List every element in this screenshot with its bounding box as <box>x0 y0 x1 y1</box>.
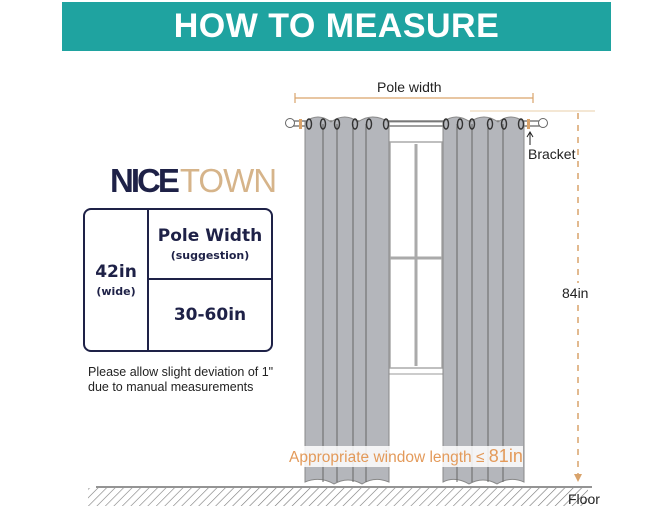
window-icon <box>387 121 445 375</box>
window-length-annotation: Appropriate window length ≤ 81in <box>289 446 523 467</box>
size-table: 42in (wide) Pole Width (suggestion) 30-6… <box>83 208 273 352</box>
pole-width-label: Pole Width <box>157 226 263 246</box>
brand-logo: NICE TOWN <box>110 162 277 199</box>
bracket-arrow-icon <box>526 131 534 145</box>
pole-width-header-cell: Pole Width (suggestion) <box>149 210 271 280</box>
page-title: HOW TO MEASURE <box>173 7 500 45</box>
pole-width-label: Pole width <box>377 79 442 95</box>
floor-label: Floor <box>568 491 600 507</box>
pole-width-range-cell: 30-60in <box>149 280 271 350</box>
header-banner: HOW TO MEASURE <box>62 2 611 51</box>
pole-width-dimension <box>294 93 534 103</box>
measurement-note: Please allow slight deviation of 1" due … <box>88 365 273 395</box>
window-length-text: Appropriate window length ≤ <box>289 449 489 466</box>
brand-name-part2: TOWN <box>179 162 277 199</box>
floor-hatch <box>88 486 592 506</box>
pole-width-note: (suggestion) <box>170 249 250 262</box>
bracket-label: Bracket <box>528 146 576 162</box>
brand-name-part1: NICE <box>110 162 180 199</box>
pole-width-range: 30-60in <box>173 305 247 325</box>
panel-width-cell: 42in (wide) <box>85 210 149 350</box>
window-length-value: 81in <box>488 446 523 466</box>
left-curtain <box>304 116 390 485</box>
note-line-2: due to manual measurements <box>88 380 254 394</box>
note-line-1: Please allow slight deviation of 1" <box>88 365 274 379</box>
panel-width-value: 42in <box>95 262 137 282</box>
right-curtain <box>442 116 525 485</box>
panel-width-note: (wide) <box>96 285 136 298</box>
height-label: 84in <box>562 283 589 303</box>
